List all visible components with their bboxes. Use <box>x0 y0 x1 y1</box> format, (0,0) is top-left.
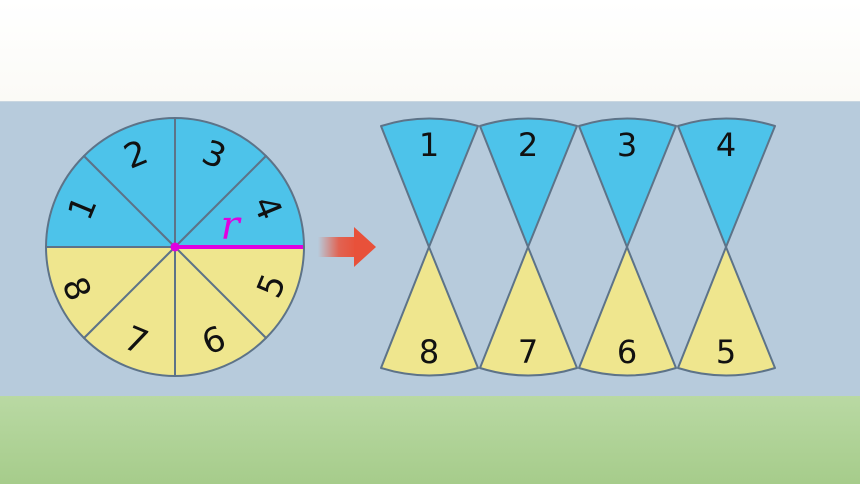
bottom-wedge-label-7: 7 <box>518 333 538 371</box>
arrow-right-icon <box>318 227 376 267</box>
top-wedge-4 <box>677 117 776 248</box>
circle-center <box>170 242 180 252</box>
sector-4 <box>174 155 305 248</box>
bottom-wedge-label-8: 8 <box>419 333 439 371</box>
top-band <box>0 0 860 101</box>
top-wedge-1 <box>380 117 479 248</box>
top-wedge-label-1: 1 <box>419 126 439 164</box>
sector-1 <box>45 155 176 248</box>
sector-6 <box>174 246 267 377</box>
bottom-wedges <box>380 246 776 377</box>
sector-5 <box>174 246 305 339</box>
top-wedge-label-3: 3 <box>617 126 637 164</box>
top-wedge-3 <box>578 117 677 248</box>
top-wedge-2 <box>479 117 578 248</box>
top-wedge-label-4: 4 <box>716 126 736 164</box>
circle-sectors <box>45 117 305 377</box>
sector-7 <box>83 246 176 377</box>
bottom-wedge-7 <box>479 246 578 377</box>
bottom-wedge-6 <box>578 246 677 377</box>
bottom-band <box>0 396 860 484</box>
sectored-circle: 1 2 3 4 5 6 7 8 r <box>45 117 305 377</box>
rearranged-sectors: 1 2 3 4 8 7 6 5 <box>380 117 776 377</box>
top-wedges <box>380 117 776 248</box>
bottom-wedge-label-5: 5 <box>716 333 736 371</box>
top-wedge-label-2: 2 <box>518 126 538 164</box>
bottom-wedge-8 <box>380 246 479 377</box>
bottom-wedge-label-6: 6 <box>617 333 637 371</box>
sector-3 <box>174 117 267 248</box>
bottom-wedge-5 <box>677 246 776 377</box>
sector-8 <box>45 246 176 339</box>
sector-2 <box>83 117 176 248</box>
radius-label: r <box>220 203 242 249</box>
